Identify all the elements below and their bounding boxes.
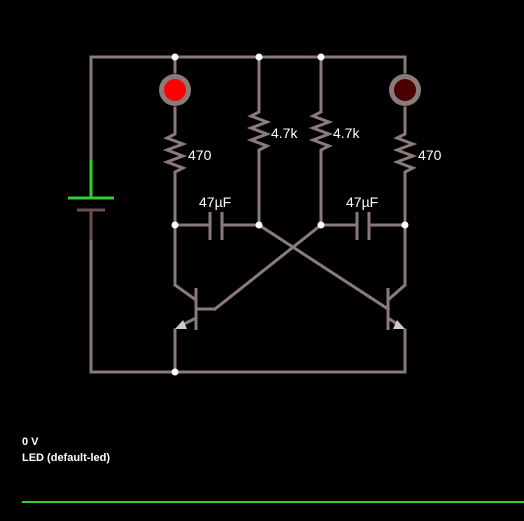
resistor-left-collector[interactable] [162, 130, 188, 178]
transistor-left[interactable] [173, 283, 215, 330]
node-top-left [171, 53, 179, 61]
node-top-mid-right [317, 53, 325, 61]
cross-wire-right-base [256, 222, 391, 312]
led-right[interactable] [389, 74, 421, 106]
junction-nodes [171, 53, 409, 376]
node-left-base [255, 221, 263, 229]
node-right-collector [401, 221, 409, 229]
capacitor-right[interactable] [355, 212, 371, 240]
scope-label[interactable]: LED (default-led) [22, 452, 110, 464]
cross-wire-left-base [212, 222, 324, 312]
label-r-right-base: 4.7k [333, 125, 360, 141]
node-bottom [171, 368, 179, 376]
node-left-collector [171, 221, 179, 229]
node-right-base [317, 221, 325, 229]
led-left[interactable] [159, 74, 191, 106]
label-r-right-collector: 470 [418, 147, 442, 163]
label-r-left-collector: 470 [188, 147, 212, 163]
battery[interactable] [68, 160, 114, 240]
scope-value: 0 V [22, 436, 39, 448]
resistor-right-base[interactable] [308, 108, 334, 156]
node-top-mid-left [255, 53, 263, 61]
transistor-right[interactable] [386, 283, 406, 330]
label-c-left: 47µF [199, 194, 231, 210]
label-r-left-base: 4.7k [271, 125, 298, 141]
capacitor-left[interactable] [208, 212, 224, 240]
resistor-right-collector[interactable] [392, 130, 418, 178]
resistor-left-base[interactable] [246, 108, 272, 156]
label-c-right: 47µF [346, 194, 378, 210]
